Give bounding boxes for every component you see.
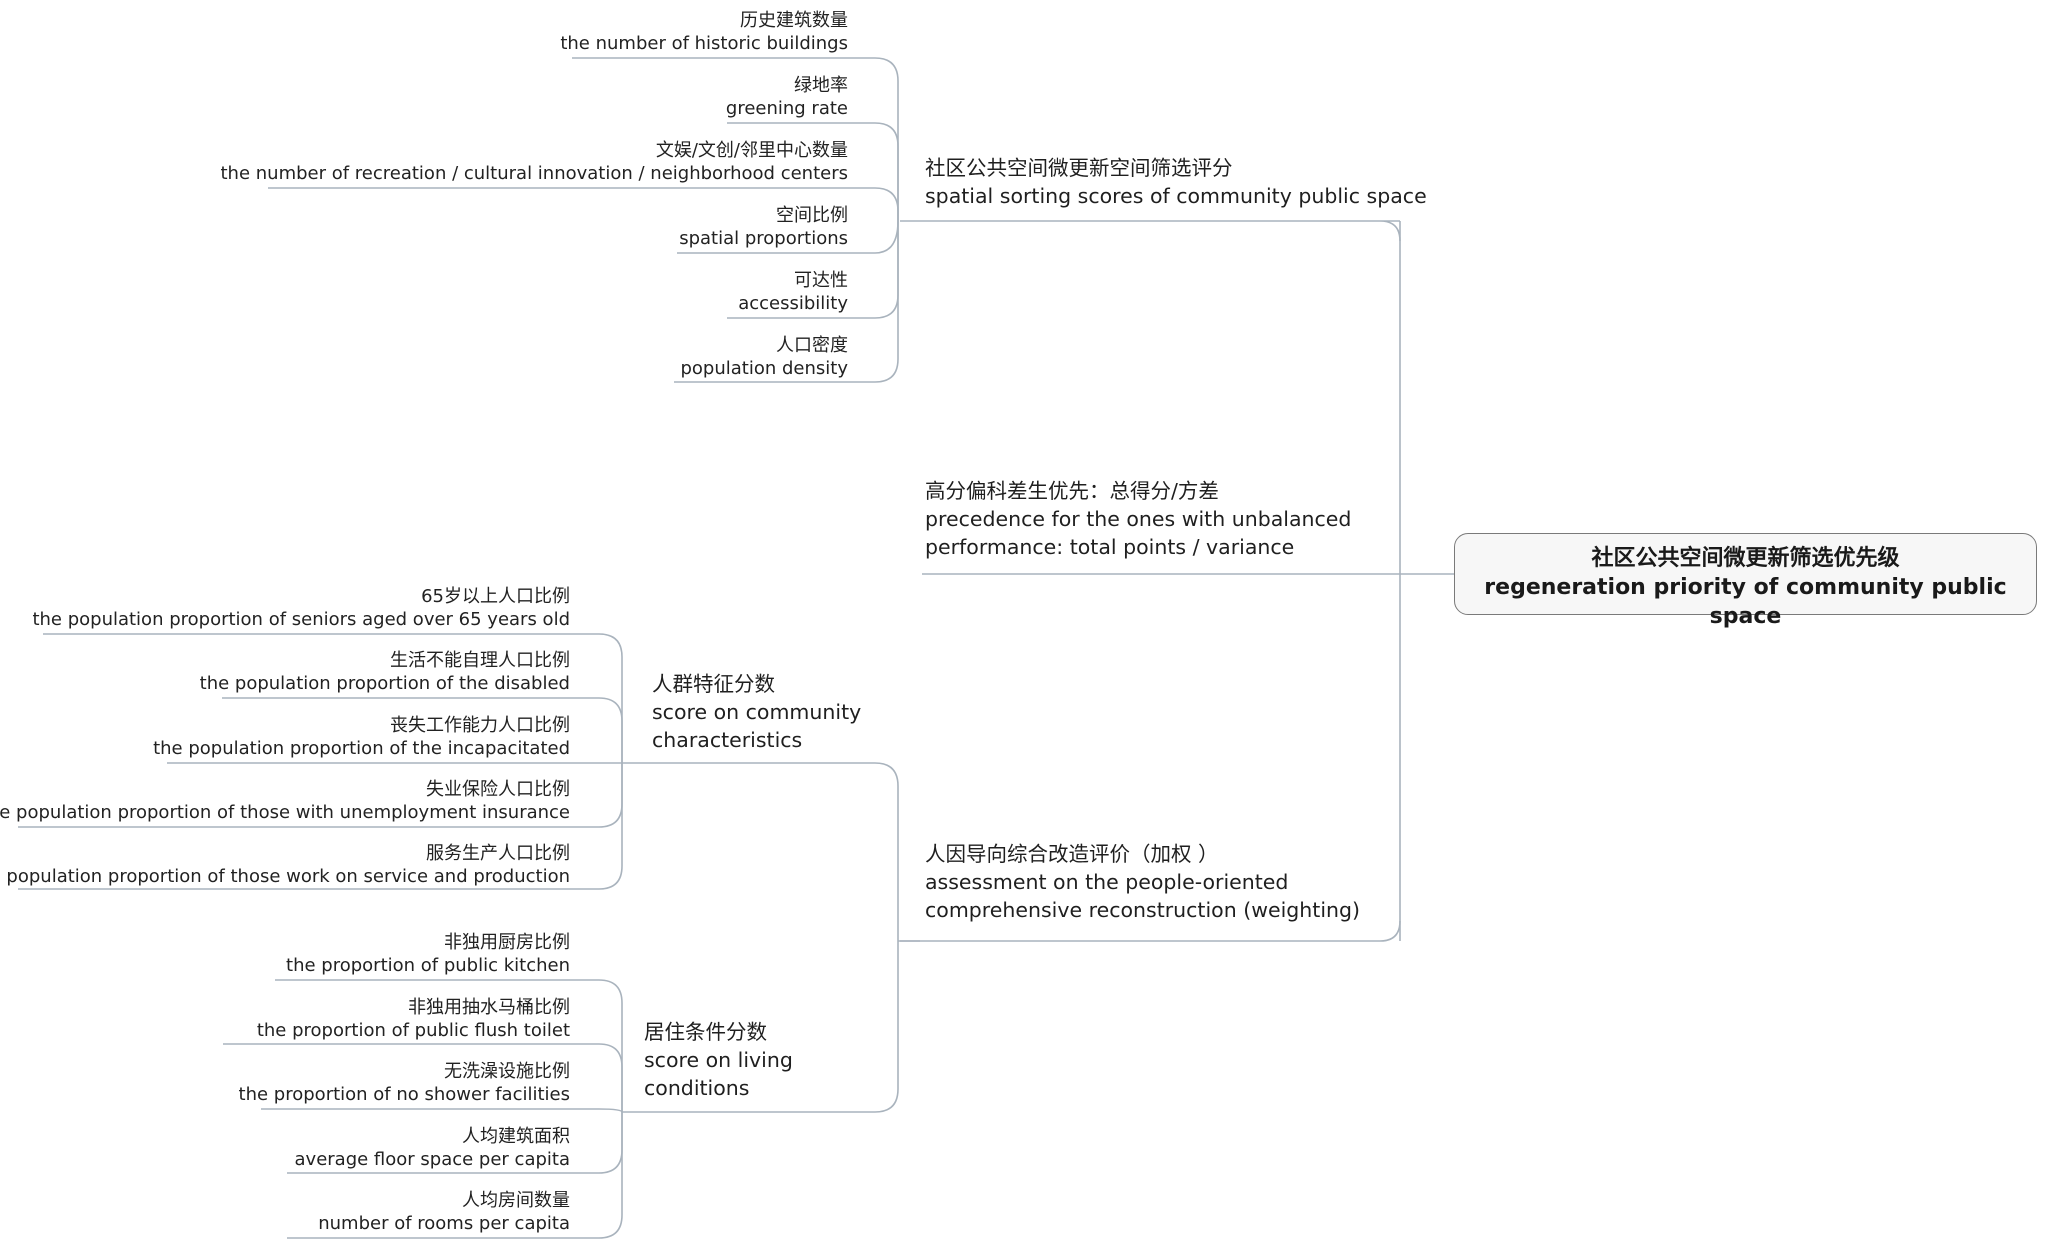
- living-branch-en1: score on living: [644, 1048, 793, 1072]
- leaf-zh: 生活不能自理人口比例: [390, 650, 570, 671]
- leaf-zh: 文娱/文创/邻里中心数量: [655, 140, 848, 161]
- leaf-en: the population proportion of seniors age…: [32, 609, 570, 630]
- precedence-branch-en1: precedence for the ones with unbalanced: [925, 507, 1352, 531]
- spatial-leaf[interactable]: 空间比例 spatial proportions: [679, 204, 848, 250]
- assessment-branch-en1: assessment on the people-oriented: [925, 870, 1289, 894]
- precedence-branch-en2: performance: total points / variance: [925, 535, 1295, 559]
- living-leaf[interactable]: 非独用抽水马桶比例 the proportion of public flush…: [257, 996, 570, 1042]
- leaf-zh: 非独用厨房比例: [444, 932, 570, 953]
- leaf-zh: 失业保险人口比例: [426, 779, 570, 800]
- assessment-spine: [622, 762, 899, 941]
- root-node[interactable]: 社区公共空间微更新筛选优先级 regeneration priority of …: [1454, 533, 2037, 629]
- leaf-zh: 历史建筑数量: [740, 10, 848, 31]
- precedence-branch-node[interactable]: 高分偏科差生优先：总得分/方差 precedence for the ones …: [925, 477, 1351, 561]
- spatial-leaf[interactable]: 可达性 accessibility: [738, 269, 848, 315]
- living-leaf[interactable]: 无洗澡设施比例 the proportion of no shower faci…: [239, 1060, 570, 1106]
- leaf-en: the proportion of public flush toilet: [256, 1020, 570, 1041]
- leaf-en: the proportion of public kitchen: [286, 955, 570, 976]
- community-leaf[interactable]: 丧失工作能力人口比例 the population proportion of …: [153, 714, 570, 760]
- leaf-zh: 丧失工作能力人口比例: [390, 715, 570, 736]
- leaf-en: average floor space per capita: [294, 1149, 570, 1170]
- leaf-zh: 非独用抽水马桶比例: [408, 997, 570, 1018]
- assessment-branch-zh: 人因导向综合改造评价（加权 ）: [925, 842, 1219, 866]
- leaf-zh: 空间比例: [776, 205, 848, 226]
- living-leaf[interactable]: 人均建筑面积 average floor space per capita: [295, 1125, 570, 1171]
- assessment-branch-en2: comprehensive reconstruction (weighting): [925, 898, 1361, 922]
- leaf-en: spatial proportions: [679, 228, 848, 249]
- spatial-leaf[interactable]: 人口密度 population density: [680, 334, 848, 380]
- community-leaf[interactable]: 65岁以上人口比例 the population proportion of s…: [32, 585, 570, 631]
- root-title-en: regeneration priority of community publi…: [1484, 575, 2007, 629]
- leaf-en: accessibility: [738, 293, 848, 314]
- community-leaf[interactable]: 失业保险人口比例 the population proportion of th…: [0, 778, 570, 824]
- leaf-zh: 绿地率: [794, 75, 848, 96]
- leaf-en: the proportion of no shower facilities: [238, 1084, 570, 1105]
- leaf-zh: 服务生产人口比例: [426, 843, 570, 864]
- leaf-en: greening rate: [725, 98, 848, 119]
- leaf-zh: 无洗澡设施比例: [444, 1061, 570, 1082]
- leaf-zh: 人均房间数量: [462, 1190, 570, 1211]
- leaf-en: the number of historic buildings: [560, 33, 848, 54]
- leaf-zh: 65岁以上人口比例: [421, 586, 570, 607]
- living-leaf[interactable]: 人均房间数量 number of rooms per capita: [318, 1189, 570, 1235]
- community-branch-zh: 人群特征分数: [652, 672, 775, 696]
- leaf-zh: 人口密度: [776, 335, 848, 356]
- leaf-zh: 可达性: [794, 270, 848, 291]
- community-leaf[interactable]: 生活不能自理人口比例 the population proportion of …: [200, 649, 570, 695]
- spatial-branch-en: spatial sorting scores of community publ…: [925, 184, 1427, 208]
- leaf-en: the population proportion of the incapac…: [153, 738, 570, 759]
- precedence-branch-zh: 高分偏科差生优先：总得分/方差: [925, 479, 1219, 503]
- leaf-en: the population proportion of the disable…: [199, 673, 570, 694]
- root-title-zh: 社区公共空间微更新筛选优先级: [1591, 546, 1900, 571]
- leaf-zh: 人均建筑面积: [462, 1126, 570, 1147]
- community-branch-en2: characteristics: [652, 728, 803, 752]
- leaf-en: the number of recreation / cultural inno…: [220, 163, 848, 184]
- spatial-branch-node[interactable]: 社区公共空间微更新空间筛选评分 spatial sorting scores o…: [925, 154, 1427, 210]
- spatial-spine: [572, 57, 899, 221]
- spatial-leaf[interactable]: 历史建筑数量 the number of historic buildings: [560, 9, 848, 55]
- community-leaf[interactable]: 服务生产人口比例 the population proportion of th…: [0, 842, 570, 888]
- assessment-branch-node[interactable]: 人因导向综合改造评价（加权 ） assessment on the people…: [925, 840, 1360, 924]
- community-branch-node[interactable]: 人群特征分数 score on community characteristic…: [652, 670, 861, 754]
- leaf-en: population density: [680, 358, 848, 379]
- leaf-en: the population proportion of those with …: [0, 802, 570, 823]
- leaf-en: the population proportion of those work …: [0, 866, 570, 887]
- assessment-branch-line: [900, 920, 1401, 942]
- living-branch-zh: 居住条件分数: [644, 1020, 767, 1044]
- spatial-leaf[interactable]: 绿地率 greening rate: [726, 74, 848, 120]
- living-branch-node[interactable]: 居住条件分数 score on living conditions: [644, 1018, 793, 1102]
- leaf-en: number of rooms per capita: [318, 1213, 570, 1234]
- living-branch-en2: conditions: [644, 1076, 750, 1100]
- living-spine: [275, 979, 623, 1112]
- spatial-leaf[interactable]: 文娱/文创/邻里中心数量 the number of recreation / …: [220, 139, 848, 185]
- spatial-branch-zh: 社区公共空间微更新空间筛选评分: [925, 156, 1233, 180]
- community-spine: [43, 633, 623, 763]
- living-leaf[interactable]: 非独用厨房比例 the proportion of public kitchen: [286, 931, 570, 977]
- community-branch-en1: score on community: [652, 700, 862, 724]
